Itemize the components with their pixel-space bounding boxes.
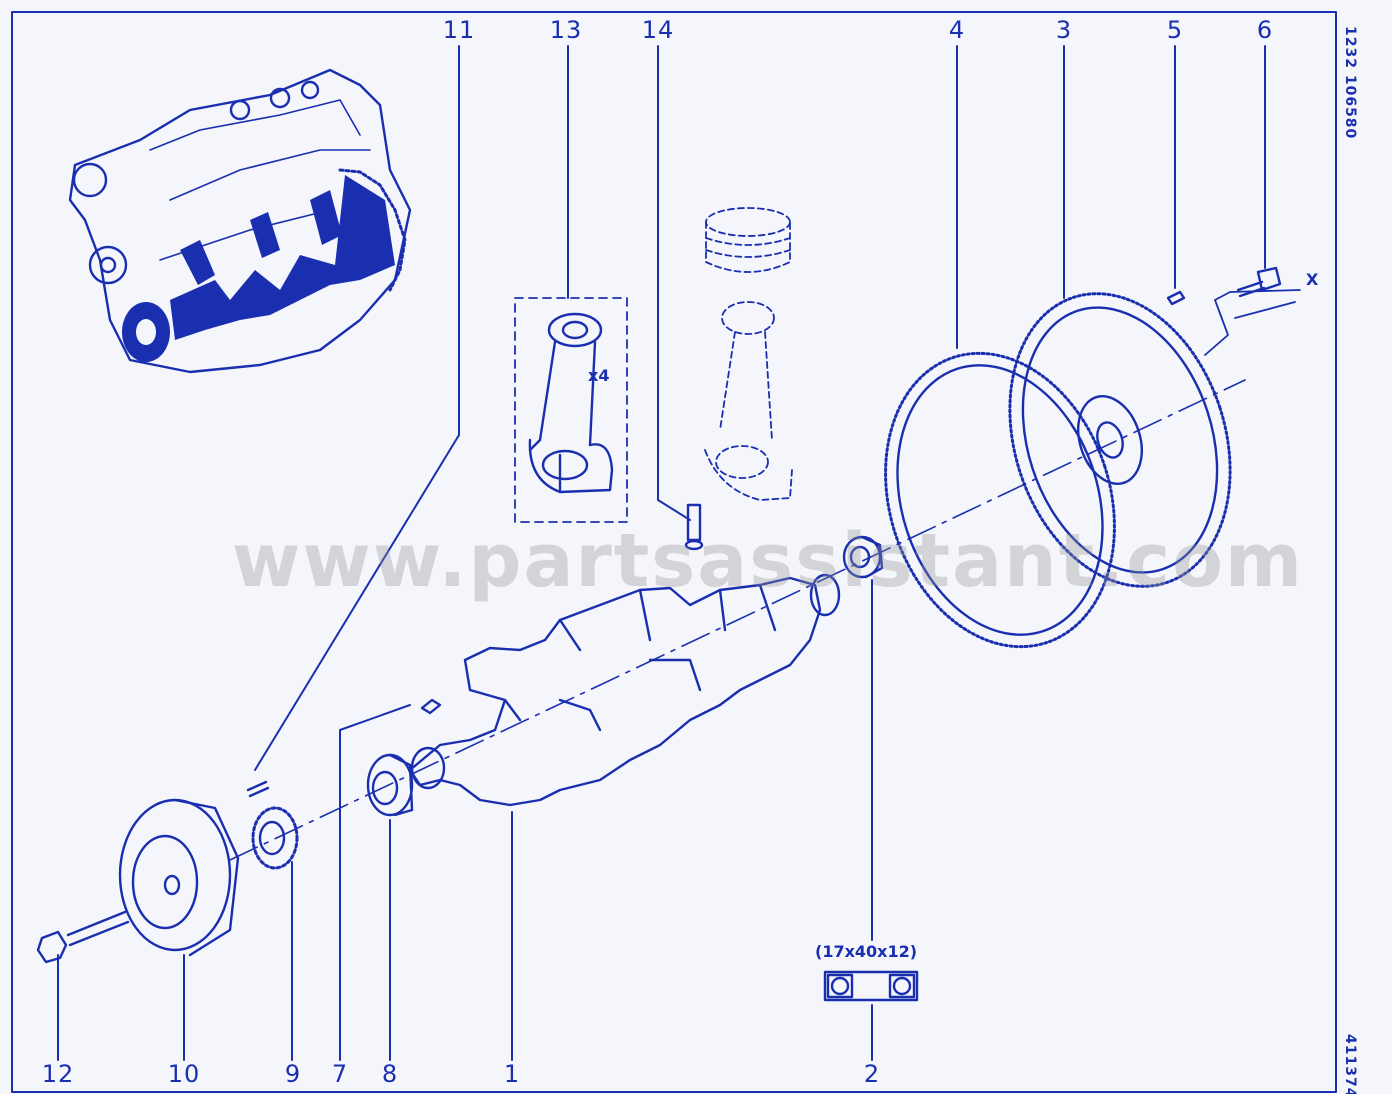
callout-9: 9: [284, 1060, 302, 1088]
callout-6: 6: [1256, 16, 1274, 44]
quantity-label: x4: [588, 366, 610, 385]
diagram-frame: [11, 11, 1337, 1093]
callout-14: 14: [641, 16, 675, 44]
x-axis-marker: [1214, 289, 1301, 301]
timing-sprocket-9: [251, 806, 299, 870]
key-11: [246, 780, 270, 798]
connecting-rod-13: [528, 312, 614, 494]
oil-seal-8: [366, 753, 414, 817]
flywheel-3: [1008, 292, 1232, 588]
woodruff-key-7: [420, 698, 442, 715]
callout-1: 1: [503, 1060, 521, 1088]
ring-gear-4: [884, 351, 1116, 649]
rod-bolt-14: [684, 503, 704, 551]
dowel-5: [1166, 290, 1186, 306]
callout-10: 10: [167, 1060, 201, 1088]
callout-13: 13: [549, 16, 583, 44]
callout-8: 8: [381, 1060, 399, 1088]
callout-4: 4: [948, 16, 966, 44]
callout-11: 11: [442, 16, 476, 44]
bearing-section-symbol: [823, 970, 919, 1002]
axis-centerline: [229, 379, 1246, 861]
crankshaft-pulley-10: [118, 798, 240, 957]
crankshaft-1: [408, 573, 841, 807]
callout-2: 2: [863, 1060, 881, 1088]
axis-x-label: X: [1306, 270, 1319, 289]
pilot-bearing-2: [842, 535, 884, 579]
callout-5: 5: [1166, 16, 1184, 44]
watermark: www.partsassistant.com: [232, 518, 1305, 604]
callout-3: 3: [1055, 16, 1073, 44]
rod-inset-box: [514, 297, 628, 523]
reference-top: 1232 106580: [1342, 26, 1358, 140]
callout-12: 12: [41, 1060, 75, 1088]
callout-7: 7: [331, 1060, 349, 1088]
reference-bottom: 411374: [1342, 1034, 1358, 1094]
bearing-spec: (17x40x12): [815, 942, 918, 961]
piston-reference: [704, 207, 793, 501]
pulley-bolt-12: [36, 910, 130, 964]
leader-lines: [57, 45, 1266, 1061]
engine-assembly-illustration: [68, 68, 412, 374]
flywheel-bolt-6: [1236, 266, 1282, 298]
